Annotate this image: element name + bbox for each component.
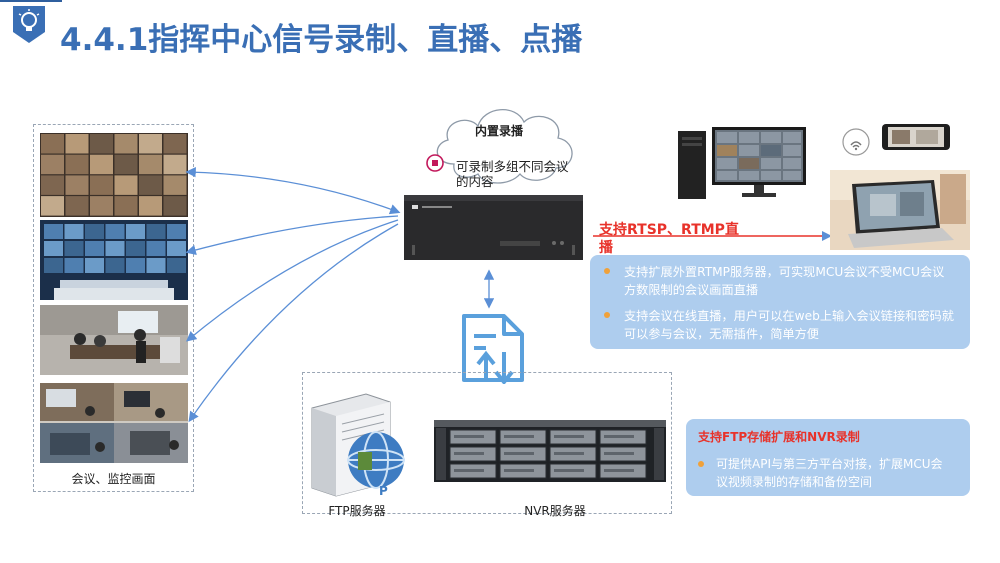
top-accent-line [0, 0, 62, 2]
storage-panel [302, 372, 672, 514]
info-item: 可提供API与第三方平台对接，扩展MCU会议视频录制的存储和备份空间 [698, 455, 954, 491]
live-streaming-label-line1: 支持RTSP、RTMP直 [599, 222, 739, 238]
bullet-icon [604, 312, 610, 318]
laptop-image [830, 170, 970, 250]
monitoring-wall-image [40, 220, 188, 300]
live-streaming-label-line2: 播 [599, 240, 613, 256]
storage-info-title: 支持FTP存储扩展和NVR录制 [698, 430, 860, 444]
desktop-computer-image [678, 127, 806, 199]
svg-text:P: P [379, 484, 388, 498]
wifi-icon [842, 128, 870, 156]
left-panel-label: 会议、监控画面 [71, 472, 156, 486]
ftp-server-icon: P [311, 393, 405, 498]
cloud-shape [436, 109, 573, 184]
mcu-device-image [404, 195, 583, 260]
bullet-icon [698, 461, 704, 467]
record-description-line1: 可录制多组不同会议 [456, 159, 569, 174]
ftp-server-label: FTP服务器 [328, 504, 386, 518]
record-description-line2: 的内容 [456, 174, 494, 189]
info-item: 支持扩展外置RTMP服务器，可实现MCU会议不受MCU会议方数限制的会议画面直播 [604, 263, 954, 299]
video-conference-image [40, 383, 188, 463]
page-title: 4.4.1指挥中心信号录制、直播、点播 [60, 22, 583, 58]
nvr-server-label: NVR服务器 [524, 504, 586, 518]
lightbulb-icon [13, 6, 45, 43]
file-transfer-icon [462, 314, 524, 384]
bullet-icon [604, 268, 610, 274]
nvr-server-image [434, 420, 666, 482]
mobile-phone-image [882, 124, 950, 150]
cloud-title: 内置录播 [475, 124, 524, 138]
video-grid-image [40, 133, 188, 217]
meeting-monitor-panel [33, 124, 194, 492]
storage-info-box: 支持FTP存储扩展和NVR录制 可提供API与第三方平台对接，扩展MCU会议视频… [686, 419, 970, 496]
meeting-room-image [40, 305, 188, 375]
live-streaming-info-box: 支持扩展外置RTMP服务器，可实现MCU会议不受MCU会议方数限制的会议画面直播… [590, 255, 970, 349]
info-item: 支持会议在线直播，用户可以在web上输入会议链接和密码就可以参与会议，无需插件，… [604, 307, 954, 343]
record-icon [426, 154, 444, 172]
